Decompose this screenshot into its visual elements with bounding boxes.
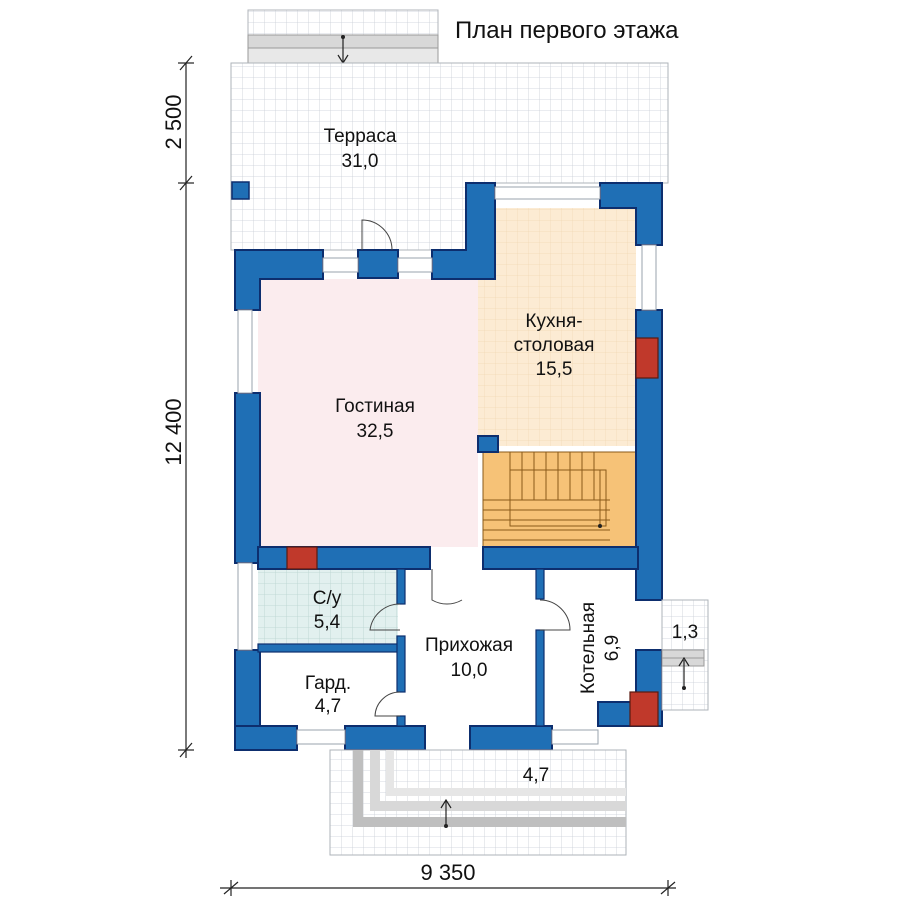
wc-label: С/у [313, 588, 342, 609]
wardrobe-area: 4,7 [315, 696, 341, 717]
hall-label: Прихожая [425, 635, 513, 656]
boiler-area: 6,9 [602, 635, 623, 661]
terrace-steps [247, 9, 439, 65]
dimension-side: 12 400 [161, 398, 186, 465]
partitions [257, 568, 545, 727]
living-room-floor [258, 279, 478, 547]
boiler-label: Котельная [578, 602, 599, 694]
kitchen-label-1: Кухня- [525, 311, 582, 332]
living-area: 32,5 [357, 421, 394, 442]
hall-area: 10,0 [451, 660, 488, 681]
dimension-bottom: 9 350 [420, 860, 475, 885]
front-porch [329, 749, 627, 856]
terrace-label: Терраса [324, 126, 397, 147]
wc-floor-2 [258, 568, 398, 648]
windows [237, 186, 657, 745]
staircase [482, 451, 637, 548]
chimneys [286, 337, 659, 727]
wc-area: 5,4 [314, 612, 341, 633]
front-porch-area: 4,7 [523, 765, 549, 786]
side-porch [661, 599, 709, 711]
dimension-lines [178, 55, 676, 896]
kitchen-floor [478, 208, 636, 446]
living-label: Гостиная [335, 396, 415, 417]
side-porch-area: 1,3 [672, 622, 698, 643]
plan-title: План первого этажа [455, 17, 679, 44]
kitchen-label-2: столовая [514, 335, 595, 356]
terrace-post [231, 181, 250, 200]
terrace-area: 31,0 [342, 151, 379, 172]
kitchen-area: 15,5 [536, 359, 573, 380]
wardrobe-label: Гард. [305, 673, 351, 694]
dimension-top: 2 500 [161, 94, 186, 149]
